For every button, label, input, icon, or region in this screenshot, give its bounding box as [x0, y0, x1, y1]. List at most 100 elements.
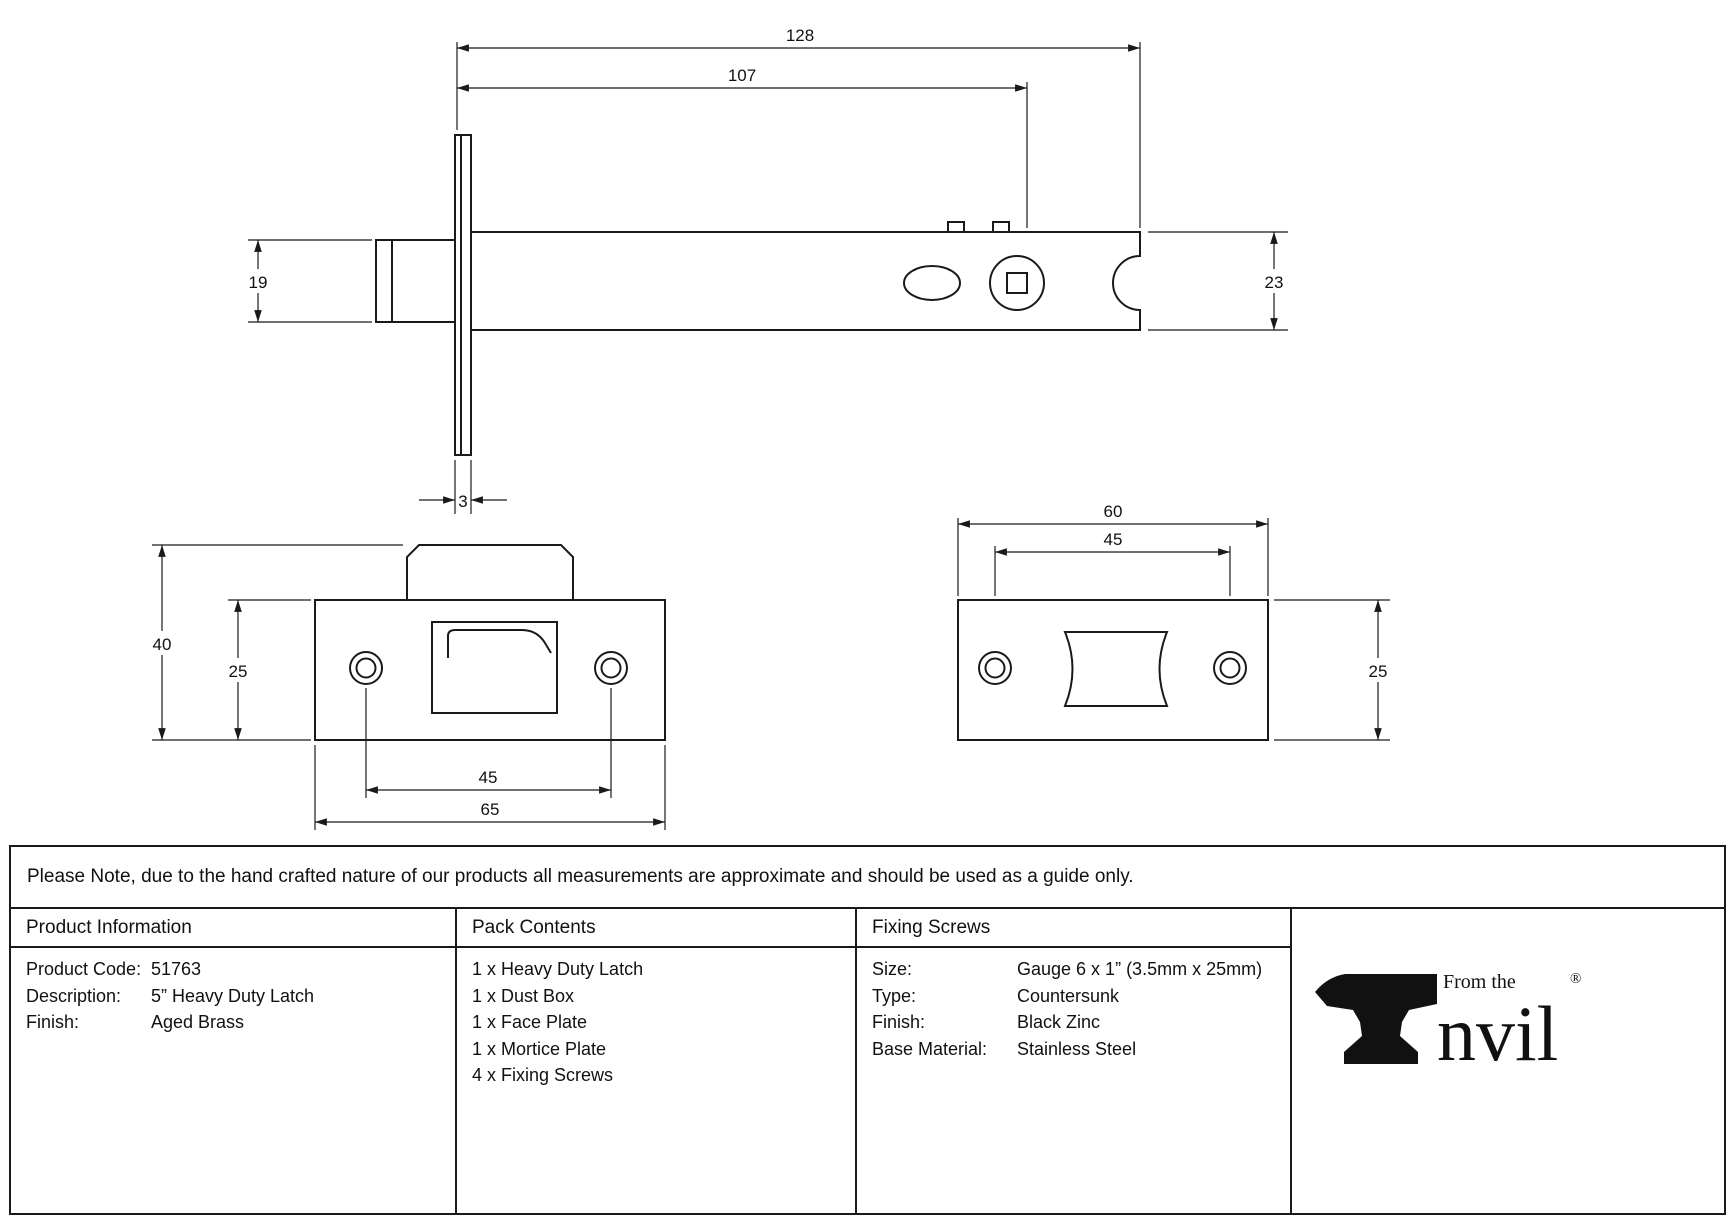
dim-label-60: 60: [1104, 502, 1123, 521]
label-mask: [221, 658, 255, 682]
spec-value: Gauge 6 x 1” (3.5mm x 25mm): [1017, 959, 1263, 979]
spec-label: Base Material:: [872, 1038, 988, 1059]
dimension-hole-spacing-45: 45: [365, 688, 612, 798]
spec-label: Finish:: [26, 1012, 80, 1032]
spring-slot: [903, 265, 961, 301]
fixing-screws-body: Size: Gauge 6 x 1” (3.5mm x 25mm) Type: …: [857, 948, 1290, 1062]
spec-row: Product Code: 51763: [26, 956, 445, 983]
screw-hole-right-inner: [600, 657, 622, 679]
dimension-overall-length-128: 128: [456, 26, 1141, 228]
dimension-plate-height-25: 25: [221, 599, 311, 740]
dim-label-25b: 25: [1369, 662, 1388, 681]
spec-value: 5” Heavy Duty Latch: [151, 985, 315, 1006]
spec-label: Product Code:: [26, 959, 142, 979]
product-information-header: Product Information: [11, 909, 455, 948]
dim-label-45: 45: [479, 768, 498, 787]
fixing-screws-header: Fixing Screws: [857, 909, 1290, 948]
dimension-case-height-23: 23: [1148, 231, 1291, 331]
face-plate-front-view: 40 25 45 65: [145, 544, 666, 830]
pack-contents-header: Pack Contents: [457, 909, 855, 948]
spec-row: Base Material: Stainless Steel: [872, 1036, 1280, 1063]
spec-value: 51763: [151, 959, 202, 979]
screw-hole-left-inner: [355, 657, 377, 679]
dim-label-128: 128: [786, 26, 814, 45]
spec-value: Aged Brass: [151, 1012, 245, 1032]
column-brand-logo: From the ® nvil: [1292, 909, 1724, 1213]
case-tab-right: [992, 221, 1010, 233]
pack-item: 1 x Heavy Duty Latch: [472, 959, 644, 979]
from-the-anvil-logo: From the ® nvil: [1315, 971, 1581, 1077]
product-information-body: Product Code: 51763 Description: 5” Heav…: [11, 948, 455, 1036]
screw-hole-right-outer: [1213, 651, 1247, 685]
face-plate-tab: [406, 544, 574, 600]
dimension-plate-width-60: 60: [957, 502, 1269, 596]
registered-trademark-icon: ®: [1570, 971, 1581, 987]
pack-item: 1 x Mortice Plate: [472, 1038, 607, 1059]
column-fixing-screws: Fixing Screws Size: Gauge 6 x 1” (3.5mm …: [857, 909, 1292, 1213]
label-mask: [1257, 269, 1291, 293]
face-plate-opening: [431, 621, 558, 714]
spec-value: Black Zinc: [1017, 1012, 1101, 1032]
mortice-plate-outline: [957, 599, 1269, 741]
dimension-hole-spacing-45b: 45: [994, 530, 1231, 596]
label-mask: [1361, 658, 1395, 682]
column-product-information: Product Information Product Code: 51763 …: [11, 909, 457, 1213]
column-pack-contents: Pack Contents 1 x Heavy Duty Latch 1 x D…: [457, 909, 857, 1213]
spec-label: Size:: [872, 959, 913, 979]
latch-bolt: [375, 239, 456, 323]
dimension-plate-width-65: 65: [314, 745, 666, 830]
spec-value: Countersunk: [1017, 985, 1120, 1006]
dim-label-65: 65: [481, 800, 500, 819]
dim-label-3: 3: [458, 492, 467, 511]
dim-label-107: 107: [728, 66, 756, 85]
dimension-backset-107: 107: [457, 66, 1028, 228]
spec-row: Size: Gauge 6 x 1” (3.5mm x 25mm): [872, 956, 1280, 983]
dim-label-19: 19: [249, 273, 268, 292]
screw-hole-right-outer: [594, 651, 628, 685]
screw-hole-left-inner: [984, 657, 1006, 679]
dimension-bolt-height-19: 19: [242, 239, 372, 323]
face-plate-edge: [454, 134, 472, 456]
spec-row: Finish: Black Zinc: [872, 1009, 1280, 1036]
pack-item: 1 x Face Plate: [472, 1012, 588, 1032]
note-bar: Please Note, due to the hand crafted nat…: [11, 847, 1724, 909]
case-tab-left: [947, 221, 965, 233]
dim-label-45b: 45: [1104, 530, 1123, 549]
label-mask: [145, 631, 179, 655]
follower-boss: [989, 255, 1045, 311]
screw-hole-left-outer: [978, 651, 1012, 685]
label-mask: [242, 269, 274, 293]
spec-label: Description:: [26, 985, 122, 1006]
face-plate-latch-detail: [447, 629, 552, 658]
latch-case-outline: [470, 231, 1141, 331]
spec-value: Stainless Steel: [1017, 1038, 1137, 1059]
spec-label: Type:: [872, 985, 917, 1006]
anvil-icon: [1315, 974, 1437, 1064]
spec-row: Description: 5” Heavy Duty Latch: [26, 983, 445, 1010]
spec-row: Finish: Aged Brass: [26, 1009, 445, 1036]
dim-label-23: 23: [1265, 273, 1284, 292]
screw-hole-right-inner: [1219, 657, 1241, 679]
dimension-plate-thickness-3: 3: [419, 460, 507, 514]
dim-label-25: 25: [229, 662, 248, 681]
logo-brand-text: nvil: [1437, 990, 1558, 1077]
screw-hole-left-outer: [349, 651, 383, 685]
spec-row: Type: Countersunk: [872, 983, 1280, 1010]
latch-side-view: 128 107 19 23: [242, 26, 1291, 514]
pack-contents-body: 1 x Heavy Duty Latch 1 x Dust Box 1 x Fa…: [457, 948, 855, 1089]
dimension-plate-height-25b: 25: [1274, 599, 1395, 741]
datasheet-info-block: Please Note, due to the hand crafted nat…: [9, 845, 1726, 1215]
dimension-overall-height-40: 40: [145, 544, 403, 741]
mortice-plate-opening: [1063, 631, 1169, 707]
pack-item: 4 x Fixing Screws: [472, 1065, 614, 1085]
spindle-square-hole: [1006, 272, 1028, 294]
mortice-plate-view: 60 45 25: [957, 502, 1395, 741]
technical-drawing: 128 107 19 23: [145, 26, 1395, 830]
pack-item: 1 x Dust Box: [472, 985, 575, 1006]
logo-tagline: From the: [1443, 971, 1516, 993]
note-text: Please Note, due to the hand crafted nat…: [27, 866, 1134, 887]
face-plate-outline: [314, 599, 666, 741]
dim-label-40: 40: [153, 635, 172, 654]
spec-label: Finish:: [872, 1012, 926, 1032]
